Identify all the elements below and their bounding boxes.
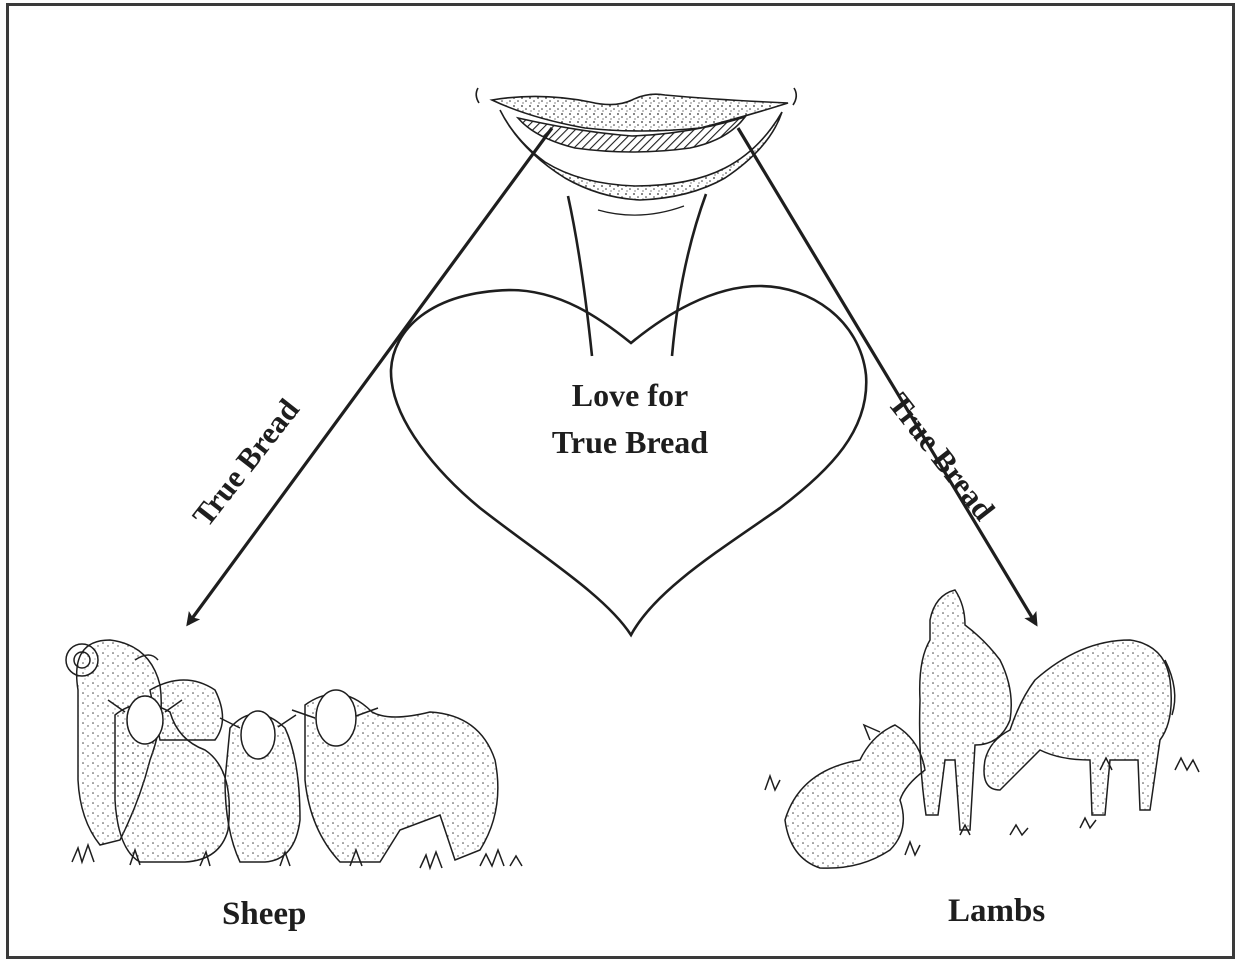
arrow-right [738, 128, 1036, 624]
heart-label: Love for True Bread [520, 372, 740, 466]
lambs-caption: Lambs [948, 895, 1045, 928]
heart-label-line2: True Bread [520, 419, 740, 466]
mouth-to-heart-lines [568, 194, 706, 356]
sheep-flock-illustration [66, 640, 522, 868]
lambs-illustration [765, 590, 1199, 868]
mouth-illustration [476, 88, 796, 215]
sheep-caption: Sheep [222, 898, 306, 931]
heart-label-line1: Love for [520, 372, 740, 419]
arrow-left [188, 128, 552, 624]
